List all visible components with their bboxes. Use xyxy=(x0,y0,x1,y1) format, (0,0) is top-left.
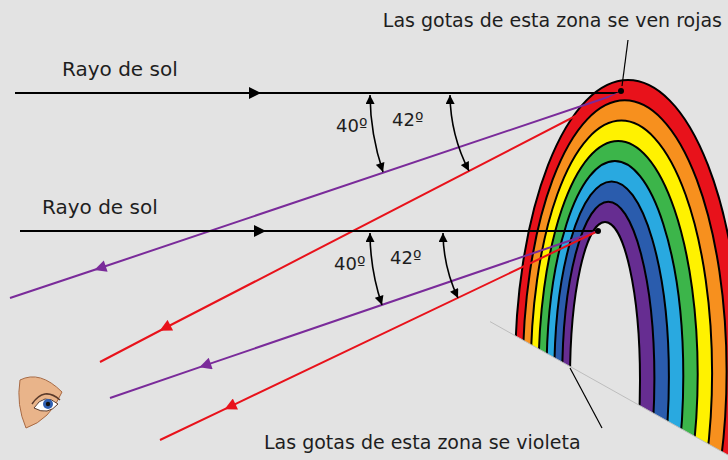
raindrop xyxy=(595,228,601,234)
angle-label: 40º xyxy=(332,254,367,275)
angle-arc xyxy=(450,95,469,171)
eye-icon xyxy=(19,377,62,428)
raindrop xyxy=(618,88,624,94)
leader-line xyxy=(622,40,628,86)
leader-line xyxy=(570,368,602,428)
ray-label: Rayo de sol xyxy=(40,196,160,219)
red-ray xyxy=(160,231,598,440)
angle-arc xyxy=(370,95,383,172)
angle-arc xyxy=(443,233,458,298)
angle-arc xyxy=(370,233,382,305)
red-ray xyxy=(100,93,620,362)
violet-ray xyxy=(10,93,620,298)
sun-ray xyxy=(15,92,620,94)
note-label: Las gotas de esta zona se ven rojas xyxy=(381,10,724,32)
angle-label: 42º xyxy=(388,248,423,269)
angle-label: 40º xyxy=(334,116,369,137)
ray-label: Rayo de sol xyxy=(60,58,180,81)
violet-ray xyxy=(110,231,598,398)
sun-ray xyxy=(20,230,598,232)
angle-label: 42º xyxy=(390,110,425,131)
note-label: Las gotas de esta zona se violeta xyxy=(262,432,583,454)
